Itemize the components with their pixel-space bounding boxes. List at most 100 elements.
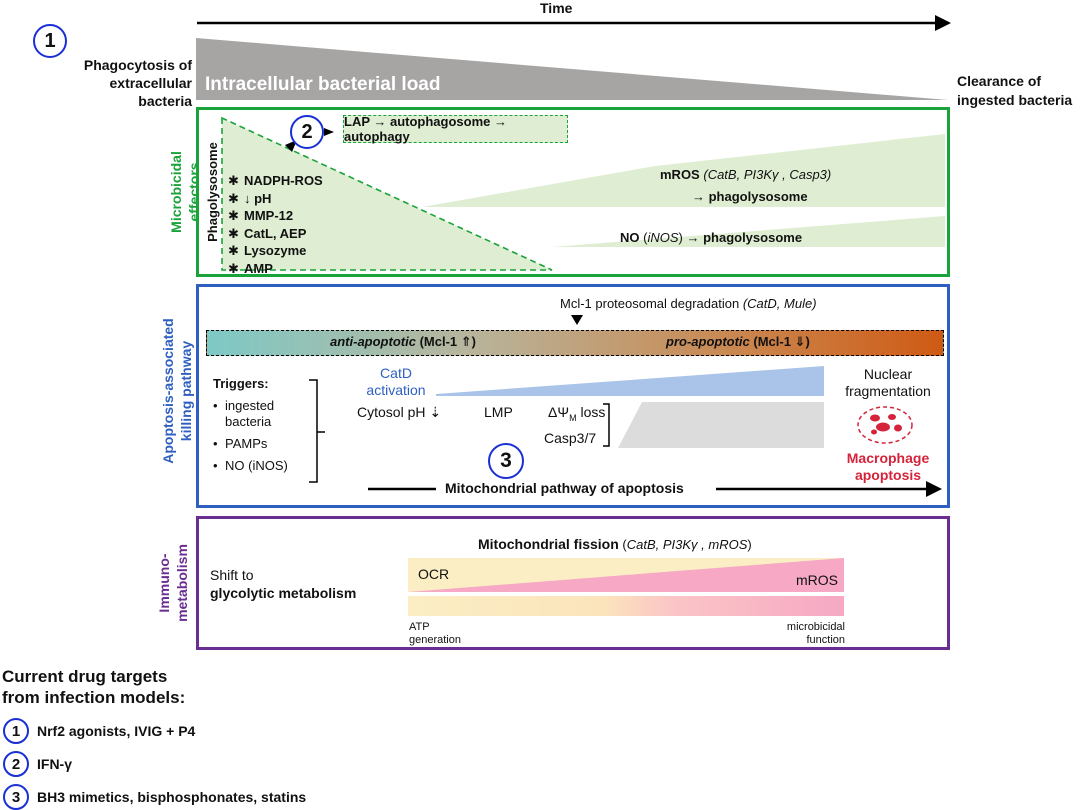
effector-item: ✱NADPH-ROS — [228, 172, 323, 190]
clearance-label: Clearance of ingested bacteria — [957, 72, 1072, 110]
phagocytosis-line1: Phagocytosis of — [83, 57, 192, 73]
phagolysosome-label: Phagolysosome — [205, 142, 220, 242]
shift-line2: glycolytic metabolism — [210, 585, 357, 601]
no-italic: iNOS — [647, 230, 679, 245]
apoptotic-balance-bar — [206, 330, 944, 356]
no-rest: → phagolysosome — [686, 230, 803, 245]
nuclear-line2: fragmentation — [845, 383, 931, 399]
microbicidal-function-label: microbicidal function — [760, 621, 845, 647]
triggers-list: Triggers: •ingested bacteria •PAMPs •NO … — [213, 376, 313, 474]
catd-casp-shapes — [436, 366, 824, 448]
immunometabolism-panel — [196, 516, 950, 650]
drug-targets-title: Current drug targets from infection mode… — [2, 666, 185, 708]
effector-bullet: ✱ — [228, 208, 239, 223]
effector-item: ✱ Lysozyme — [228, 242, 323, 260]
catd-wedge — [436, 366, 824, 396]
effector-bullet: ✱ — [228, 260, 239, 276]
glycolytic-shift-label: Shift to glycolytic metabolism — [210, 566, 356, 602]
casp-band — [618, 402, 824, 448]
bacterial-load-wedge — [196, 38, 948, 100]
dpsi-rest: loss — [576, 404, 606, 420]
effector-text: Lysozyme — [244, 243, 307, 258]
triggers-title: Triggers: — [213, 376, 269, 391]
drug-target-item: 1 Nrf2 agonists, IVIG + P4 — [3, 718, 306, 744]
dpsi-symbol: ΔΨ — [548, 404, 570, 420]
drug-title-line1: Current drug targets — [2, 667, 168, 686]
fission-bold: Mitochondrial fission — [478, 536, 619, 552]
effector-text: NADPH-ROS — [244, 173, 323, 188]
trigger-text: PAMPs — [225, 436, 268, 451]
drug-title-line2: from infection models: — [2, 688, 186, 707]
atp-line1: ATP — [409, 621, 430, 633]
atp-gradient-bar — [408, 596, 844, 616]
pro-apoptotic-label: pro-apoptotic (Mcl-1 ⇓) — [666, 334, 810, 350]
effector-bullet: ✱ — [228, 225, 239, 241]
phagocytosis-line2: extracellular bacteria — [109, 75, 193, 109]
metab-mros-label: mROS — [796, 572, 838, 588]
step-2-badge: 2 — [290, 115, 324, 149]
effector-text: AMP — [244, 260, 273, 276]
effector-item: ✱↓ pH — [228, 190, 323, 208]
trigger-item: •ingested bacteria — [213, 398, 313, 430]
mito-pathway-arrow — [368, 481, 942, 497]
micro-line1: microbicidal — [786, 621, 845, 633]
effector-bullet: ✱ — [228, 243, 239, 258]
pro-label: pro-apoptotic — [666, 334, 750, 349]
nuclear-fragmentation-label: Nuclear fragmentation — [840, 366, 936, 400]
bacterial-load-label: Intracellular bacterial load — [205, 74, 441, 95]
drug-target-badge: 1 — [3, 718, 29, 744]
pro-suffix: (Mcl-1 ⇓) — [753, 334, 810, 349]
anti-suffix: (Mcl-1 ⇑) — [419, 334, 476, 349]
effector-item: ✱CatL, AEP — [228, 225, 323, 243]
mcl1-italic: (CatD, Mule) — [742, 296, 817, 311]
drug-target-list: 1 Nrf2 agonists, IVIG + P4 2 IFN-γ 3 BH3… — [3, 718, 306, 810]
mros-label: mROS (CatB, PI3Kγ , Casp3) → phagolysoso… — [660, 164, 831, 208]
shift-line1: Shift to — [210, 567, 254, 583]
effector-list: ✱NADPH-ROS ✱↓ pH ✱MMP-12 ✱CatL, AEP ✱Lys… — [228, 172, 323, 277]
time-label: Time — [540, 0, 573, 16]
ocr-label: OCR — [418, 566, 450, 582]
drug-target-text: BH3 mimetics, bisphosphonates, statins — [37, 789, 307, 805]
no-label: NO (iNOS) → phagolysosome — [620, 230, 803, 245]
mros-bold: mROS — [660, 167, 700, 182]
catd-line1: CatD — [380, 365, 412, 381]
macro-line2: apoptosis — [854, 467, 922, 483]
anti-label: anti-apoptotic — [330, 334, 416, 349]
effector-text: MMP-12 — [244, 208, 294, 223]
mcl1-marker-icon — [571, 315, 583, 325]
dpsi-label: ΔΨM loss — [548, 404, 605, 423]
atp-line2: generation — [409, 634, 461, 646]
catd-activation-label: CatD activation — [356, 365, 436, 399]
clearance-line2: ingested bacteria — [957, 92, 1073, 108]
microbicidal-shapes — [221, 116, 945, 271]
drug-target-badge: 3 — [3, 784, 29, 810]
mito-pathway-label: Mitochondrial pathway of apoptosis — [445, 480, 684, 496]
drug-target-badge: 2 — [3, 751, 29, 777]
mros-wedge — [408, 558, 844, 592]
no-band — [552, 216, 945, 247]
immuno-side-label: Immuno- metabolism — [155, 528, 191, 638]
nuclear-line1: Nuclear — [863, 366, 913, 382]
mros-band — [422, 134, 945, 207]
cytosol-ph-label: Cytosol pH ⇣ — [357, 404, 442, 420]
immuno-side-line2: metabolism — [174, 544, 190, 622]
microbicidal-side-line1: Microbicidal — [168, 151, 184, 233]
microbicidal-effectors-panel — [196, 107, 950, 277]
macro-line1: Macrophage — [846, 450, 930, 466]
microbicidal-side-label: Microbicidal effectors — [167, 127, 203, 257]
drug-target-text: Nrf2 agonists, IVIG + P4 — [37, 723, 196, 739]
atp-label: ATP generation — [409, 621, 461, 647]
drug-target-item: 2 IFN-γ — [3, 751, 306, 777]
drug-target-item: 3 BH3 mimetics, bisphosphonates, statins — [3, 784, 306, 810]
effector-item: ✱ AMP — [228, 260, 323, 278]
dpsi-bracket — [603, 403, 610, 447]
step-1-badge: 1 — [33, 24, 67, 58]
apoptosis-side-label: Apoptosis-associated killing pathway — [159, 281, 197, 501]
immuno-side-line1: Immuno- — [156, 553, 172, 613]
mros-line2: → phagolysosome — [692, 189, 808, 204]
phagolysosome-triangle — [221, 116, 553, 271]
clearance-line1: Clearance of — [957, 73, 1042, 89]
triggers-bracket — [309, 379, 325, 483]
trigger-text: ingested bacteria — [225, 398, 275, 429]
trigger-text: NO (iNOS) — [225, 458, 288, 473]
